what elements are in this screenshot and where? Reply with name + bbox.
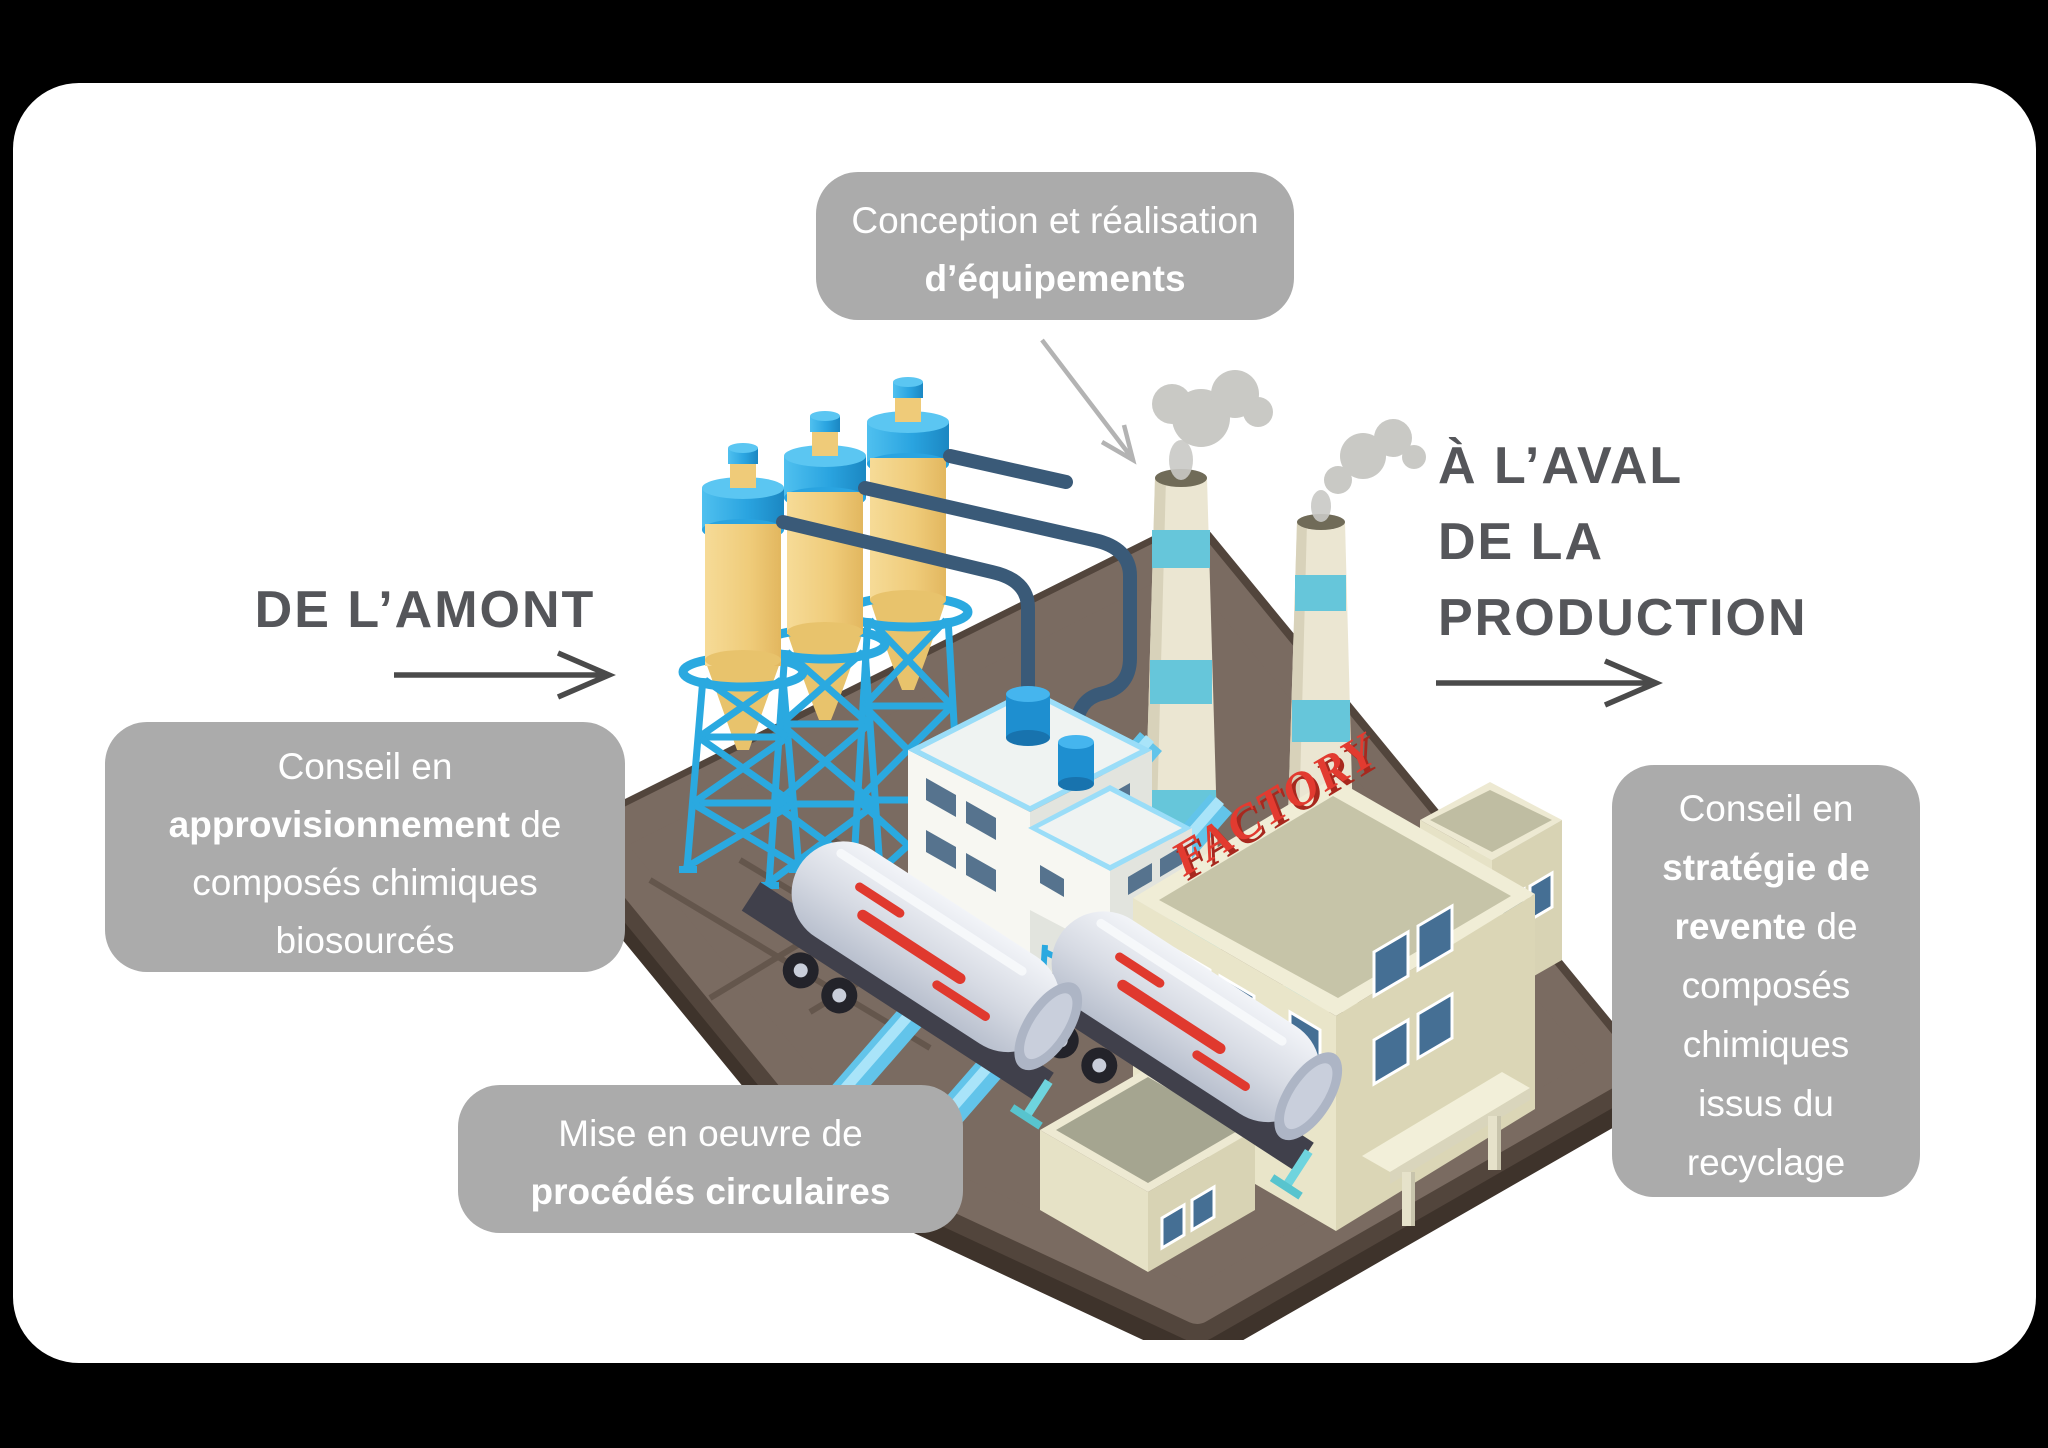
pipes	[776, 449, 1137, 763]
amont-heading: DE L’AMONT	[254, 581, 596, 639]
supply-line2: approvisionnement de	[105, 796, 625, 854]
supply-line3: composés chimiques	[192, 862, 538, 903]
resale-line6: issus du	[1698, 1083, 1834, 1124]
equipment-callout: Conception et réalisation d’équipements	[816, 172, 1294, 320]
aval-heading-line3: PRODUCTION	[1438, 589, 1808, 647]
supply-line2-rest: de	[509, 804, 562, 845]
silo-3	[843, 377, 973, 903]
resale-line7: recyclage	[1686, 1142, 1846, 1183]
process-line2: procédés circulaires	[530, 1171, 891, 1212]
process-callout: Mise en oeuvre de procédés circulaires	[458, 1085, 963, 1233]
resale-line3: revente de	[1612, 897, 1920, 956]
smoke-clouds	[1152, 370, 1426, 522]
tanker-trailer-1	[741, 841, 1083, 1130]
aval-heading-line2: DE LA	[1438, 513, 1604, 571]
aval-heading: À L’AVAL DE LA PRODUCTION	[1438, 428, 1868, 656]
process-line1: Mise en oeuvre de	[558, 1113, 863, 1154]
aval-heading-line1: À L’AVAL	[1438, 437, 1684, 495]
resale-advice-callout: Conseil en stratégie de revente de compo…	[1612, 765, 1920, 1197]
equipment-callout-line1: Conception et réalisation	[851, 200, 1259, 241]
supply-line4: biosourcés	[275, 920, 455, 961]
amont-flow-arrow-icon	[394, 650, 616, 700]
supply-line1: Conseil en	[277, 746, 453, 787]
resale-line3-bold: revente	[1674, 906, 1807, 947]
resale-line1: Conseil en	[1678, 788, 1854, 829]
equipment-callout-line2: d’équipements	[924, 258, 1186, 299]
aval-flow-arrow-icon	[1436, 658, 1663, 708]
supply-line2-bold: approvisionnement	[168, 804, 510, 845]
resale-line3-rest: de	[1806, 906, 1858, 947]
resale-line5: chimiques	[1682, 1024, 1850, 1065]
callout-pointer-arrow-icon	[1040, 338, 1137, 465]
resale-line2: stratégie de	[1662, 847, 1870, 888]
supply-advice-callout: Conseil en approvisionnement de composés…	[105, 722, 625, 972]
resale-line4: composés	[1681, 965, 1851, 1006]
